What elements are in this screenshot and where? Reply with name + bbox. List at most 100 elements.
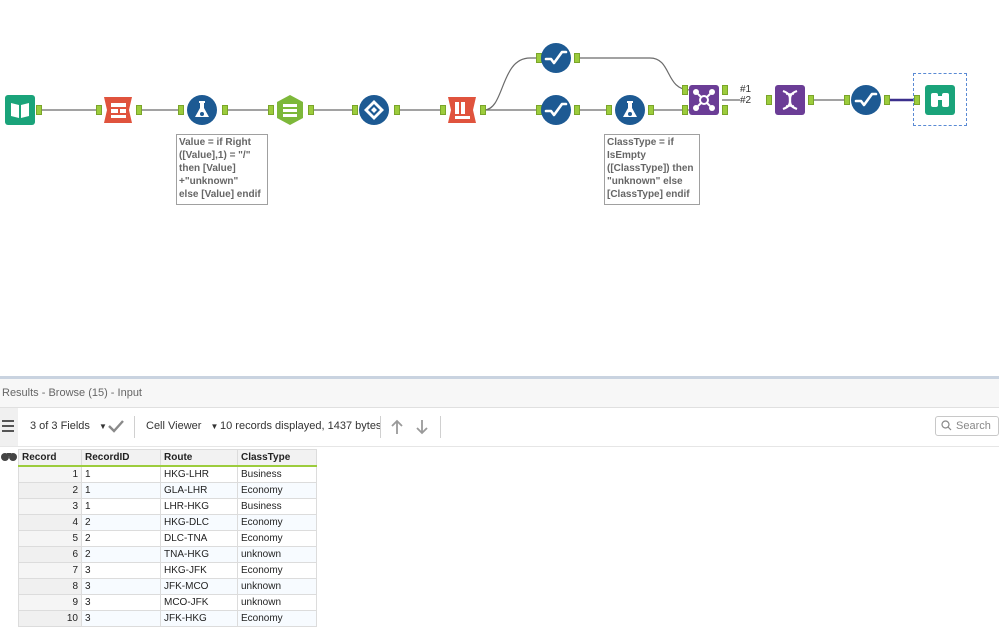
- select-tool[interactable]: [274, 94, 306, 126]
- classtype-cell[interactable]: Economy: [237, 530, 317, 547]
- multi-row-formula-tool[interactable]: [358, 94, 390, 126]
- fields-selector[interactable]: 3 of 3 Fields ▼: [30, 420, 107, 432]
- classtype-cell[interactable]: unknown: [237, 578, 317, 595]
- arrow-up-icon[interactable]: [390, 419, 404, 440]
- input-anchor[interactable]: [914, 95, 920, 105]
- classtype-cell[interactable]: unknown: [237, 594, 317, 611]
- route-cell[interactable]: LHR-HKG: [160, 498, 238, 515]
- output-anchor[interactable]: [222, 105, 228, 115]
- input-anchor[interactable]: [268, 105, 274, 115]
- output-anchor[interactable]: [808, 95, 814, 105]
- input-anchor[interactable]: [606, 105, 612, 115]
- classtype-cell[interactable]: Business: [237, 498, 317, 515]
- classtype-cell[interactable]: Economy: [237, 610, 317, 627]
- formula-tool-2[interactable]: [614, 94, 646, 126]
- auto-field-tool-final[interactable]: [850, 84, 882, 116]
- recordid-cell[interactable]: 1: [81, 482, 161, 499]
- input-anchor[interactable]: [352, 105, 358, 115]
- union-tool[interactable]: [774, 84, 806, 116]
- arrow-down-icon[interactable]: [415, 419, 429, 440]
- auto-field-tool-top[interactable]: [540, 42, 572, 74]
- auto-field-tool-bottom[interactable]: [540, 94, 572, 126]
- classtype-cell[interactable]: Economy: [237, 562, 317, 579]
- search-input[interactable]: Search: [935, 416, 999, 436]
- recordid-cell[interactable]: 3: [81, 578, 161, 595]
- classtype-cell[interactable]: unknown: [237, 546, 317, 563]
- recordid-cell[interactable]: 3: [81, 562, 161, 579]
- route-cell[interactable]: JFK-HKG: [160, 610, 238, 627]
- transpose-tool[interactable]: [446, 94, 478, 126]
- input-anchor[interactable]: [844, 95, 850, 105]
- input-data-tool[interactable]: [4, 94, 36, 126]
- classtype-cell[interactable]: Economy: [237, 482, 317, 499]
- classtype-cell[interactable]: Business: [237, 465, 317, 483]
- record-cell[interactable]: 1: [18, 465, 82, 483]
- input-anchor[interactable]: [440, 105, 446, 115]
- recordid-cell[interactable]: 1: [81, 498, 161, 515]
- route-cell[interactable]: HKG-JFK: [160, 562, 238, 579]
- recordid-cell[interactable]: 1: [81, 465, 161, 483]
- record-cell[interactable]: 8: [18, 578, 82, 595]
- formula-tool[interactable]: [186, 94, 218, 126]
- route-cell[interactable]: GLA-LHR: [160, 482, 238, 499]
- route-cell[interactable]: JFK-MCO: [160, 578, 238, 595]
- record-cell[interactable]: 2: [18, 482, 82, 499]
- text-to-columns-tool[interactable]: [102, 94, 134, 126]
- output-anchor[interactable]: [394, 105, 400, 115]
- input-anchor[interactable]: [96, 105, 102, 115]
- recordid-cell[interactable]: 3: [81, 610, 161, 627]
- browse-tool[interactable]: [924, 84, 956, 116]
- record-cell[interactable]: 9: [18, 594, 82, 611]
- route-cell[interactable]: TNA-HKG: [160, 546, 238, 563]
- output-anchor[interactable]: [648, 105, 654, 115]
- output-anchor[interactable]: [136, 105, 142, 115]
- output-anchor[interactable]: [36, 105, 42, 115]
- output-anchor[interactable]: [884, 95, 890, 105]
- route-cell[interactable]: HKG-DLC: [160, 514, 238, 531]
- input-anchor[interactable]: [766, 95, 772, 105]
- record-cell[interactable]: 3: [18, 498, 82, 515]
- column-header-route[interactable]: Route: [160, 449, 238, 467]
- recordid-cell[interactable]: 2: [81, 514, 161, 531]
- column-header-classtype[interactable]: ClassType: [237, 449, 317, 467]
- recordid-cell[interactable]: 2: [81, 530, 161, 547]
- column-header-record[interactable]: Record: [18, 449, 82, 467]
- join-left-anchor[interactable]: [682, 85, 688, 95]
- join-right-anchor[interactable]: [682, 105, 688, 115]
- join-r-output-anchor[interactable]: [722, 105, 728, 115]
- route-cell[interactable]: DLC-TNA: [160, 530, 238, 547]
- recordid-cell[interactable]: 2: [81, 546, 161, 563]
- output-anchor[interactable]: [308, 105, 314, 115]
- list-icon[interactable]: [2, 418, 14, 434]
- column-header-recordid[interactable]: RecordID: [81, 449, 161, 467]
- record-cell[interactable]: 5: [18, 530, 82, 547]
- binoculars-icon[interactable]: [0, 449, 18, 463]
- record-cell[interactable]: 10: [18, 610, 82, 627]
- output-anchor[interactable]: [574, 105, 580, 115]
- route-cell[interactable]: HKG-LHR: [160, 465, 238, 483]
- output-anchor[interactable]: [480, 105, 486, 115]
- check-icon[interactable]: [108, 419, 124, 438]
- join-tool[interactable]: [688, 84, 720, 116]
- output-anchor[interactable]: [574, 53, 580, 63]
- cell-viewer-selector[interactable]: Cell Viewer ▼: [146, 420, 218, 432]
- route-cell[interactable]: MCO-JFK: [160, 594, 238, 611]
- workflow-canvas[interactable]: Value = if Right ([Value],1) = "/" then …: [0, 0, 999, 376]
- classtype-cell[interactable]: Economy: [237, 514, 317, 531]
- record-cell[interactable]: 7: [18, 562, 82, 579]
- input-anchor[interactable]: [178, 105, 184, 115]
- record-cell[interactable]: 4: [18, 514, 82, 531]
- join-j-output-anchor[interactable]: [722, 85, 728, 95]
- recordid-cell[interactable]: 3: [81, 594, 161, 611]
- record-cell[interactable]: 6: [18, 546, 82, 563]
